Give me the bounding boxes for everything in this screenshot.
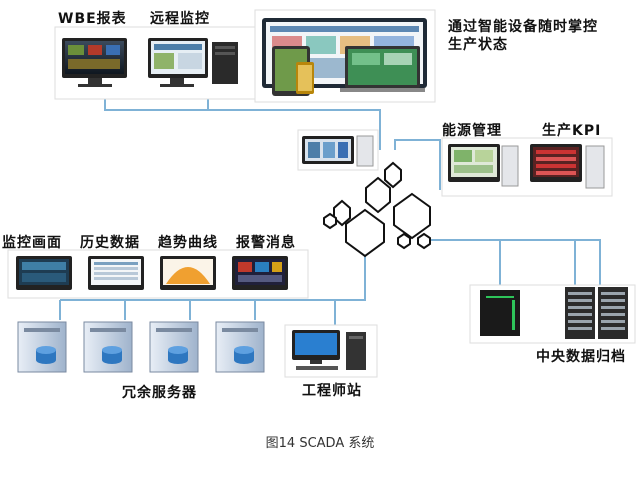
redundant-servers [17, 321, 265, 373]
monitor-screen-label: 监控画面 [2, 235, 62, 251]
redundant-servers-label: 冗余服务器 [122, 385, 197, 401]
client-monitors-row [7, 249, 309, 299]
wbe-report-label: WBE报表 [58, 11, 127, 27]
hub-computer [297, 129, 379, 171]
production-kpi-label: 生产KPI [542, 123, 602, 139]
trend-curve-label: 趋势曲线 [158, 235, 218, 251]
engineer-station-label: 工程师站 [302, 383, 362, 399]
engineer-station [284, 324, 378, 378]
wbe-workstation-box [54, 26, 256, 100]
history-data-label: 历史数据 [80, 235, 140, 251]
energy-mgmt-label: 能源管理 [442, 123, 502, 139]
scada-diagram: WBE报表 远程监控 通过智能设备随时掌控生产状态 能源管理 生产KPI 监控画… [2, 9, 636, 401]
figure-caption: 图14 SCADA 系统 [265, 436, 375, 451]
smart-devices-label: 通过智能设备随时掌控生产状态 [448, 19, 598, 53]
central-archive-servers [469, 284, 636, 344]
alarm-message-label: 报警消息 [236, 235, 296, 251]
network-hexagons [323, 161, 431, 258]
remote-monitor-label: 远程监控 [150, 11, 210, 27]
smart-devices-box [254, 9, 436, 103]
central-archive-label: 中央数据归档 [536, 349, 626, 365]
energy-kpi-box [441, 137, 613, 197]
diagram-canvas [7, 9, 636, 378]
